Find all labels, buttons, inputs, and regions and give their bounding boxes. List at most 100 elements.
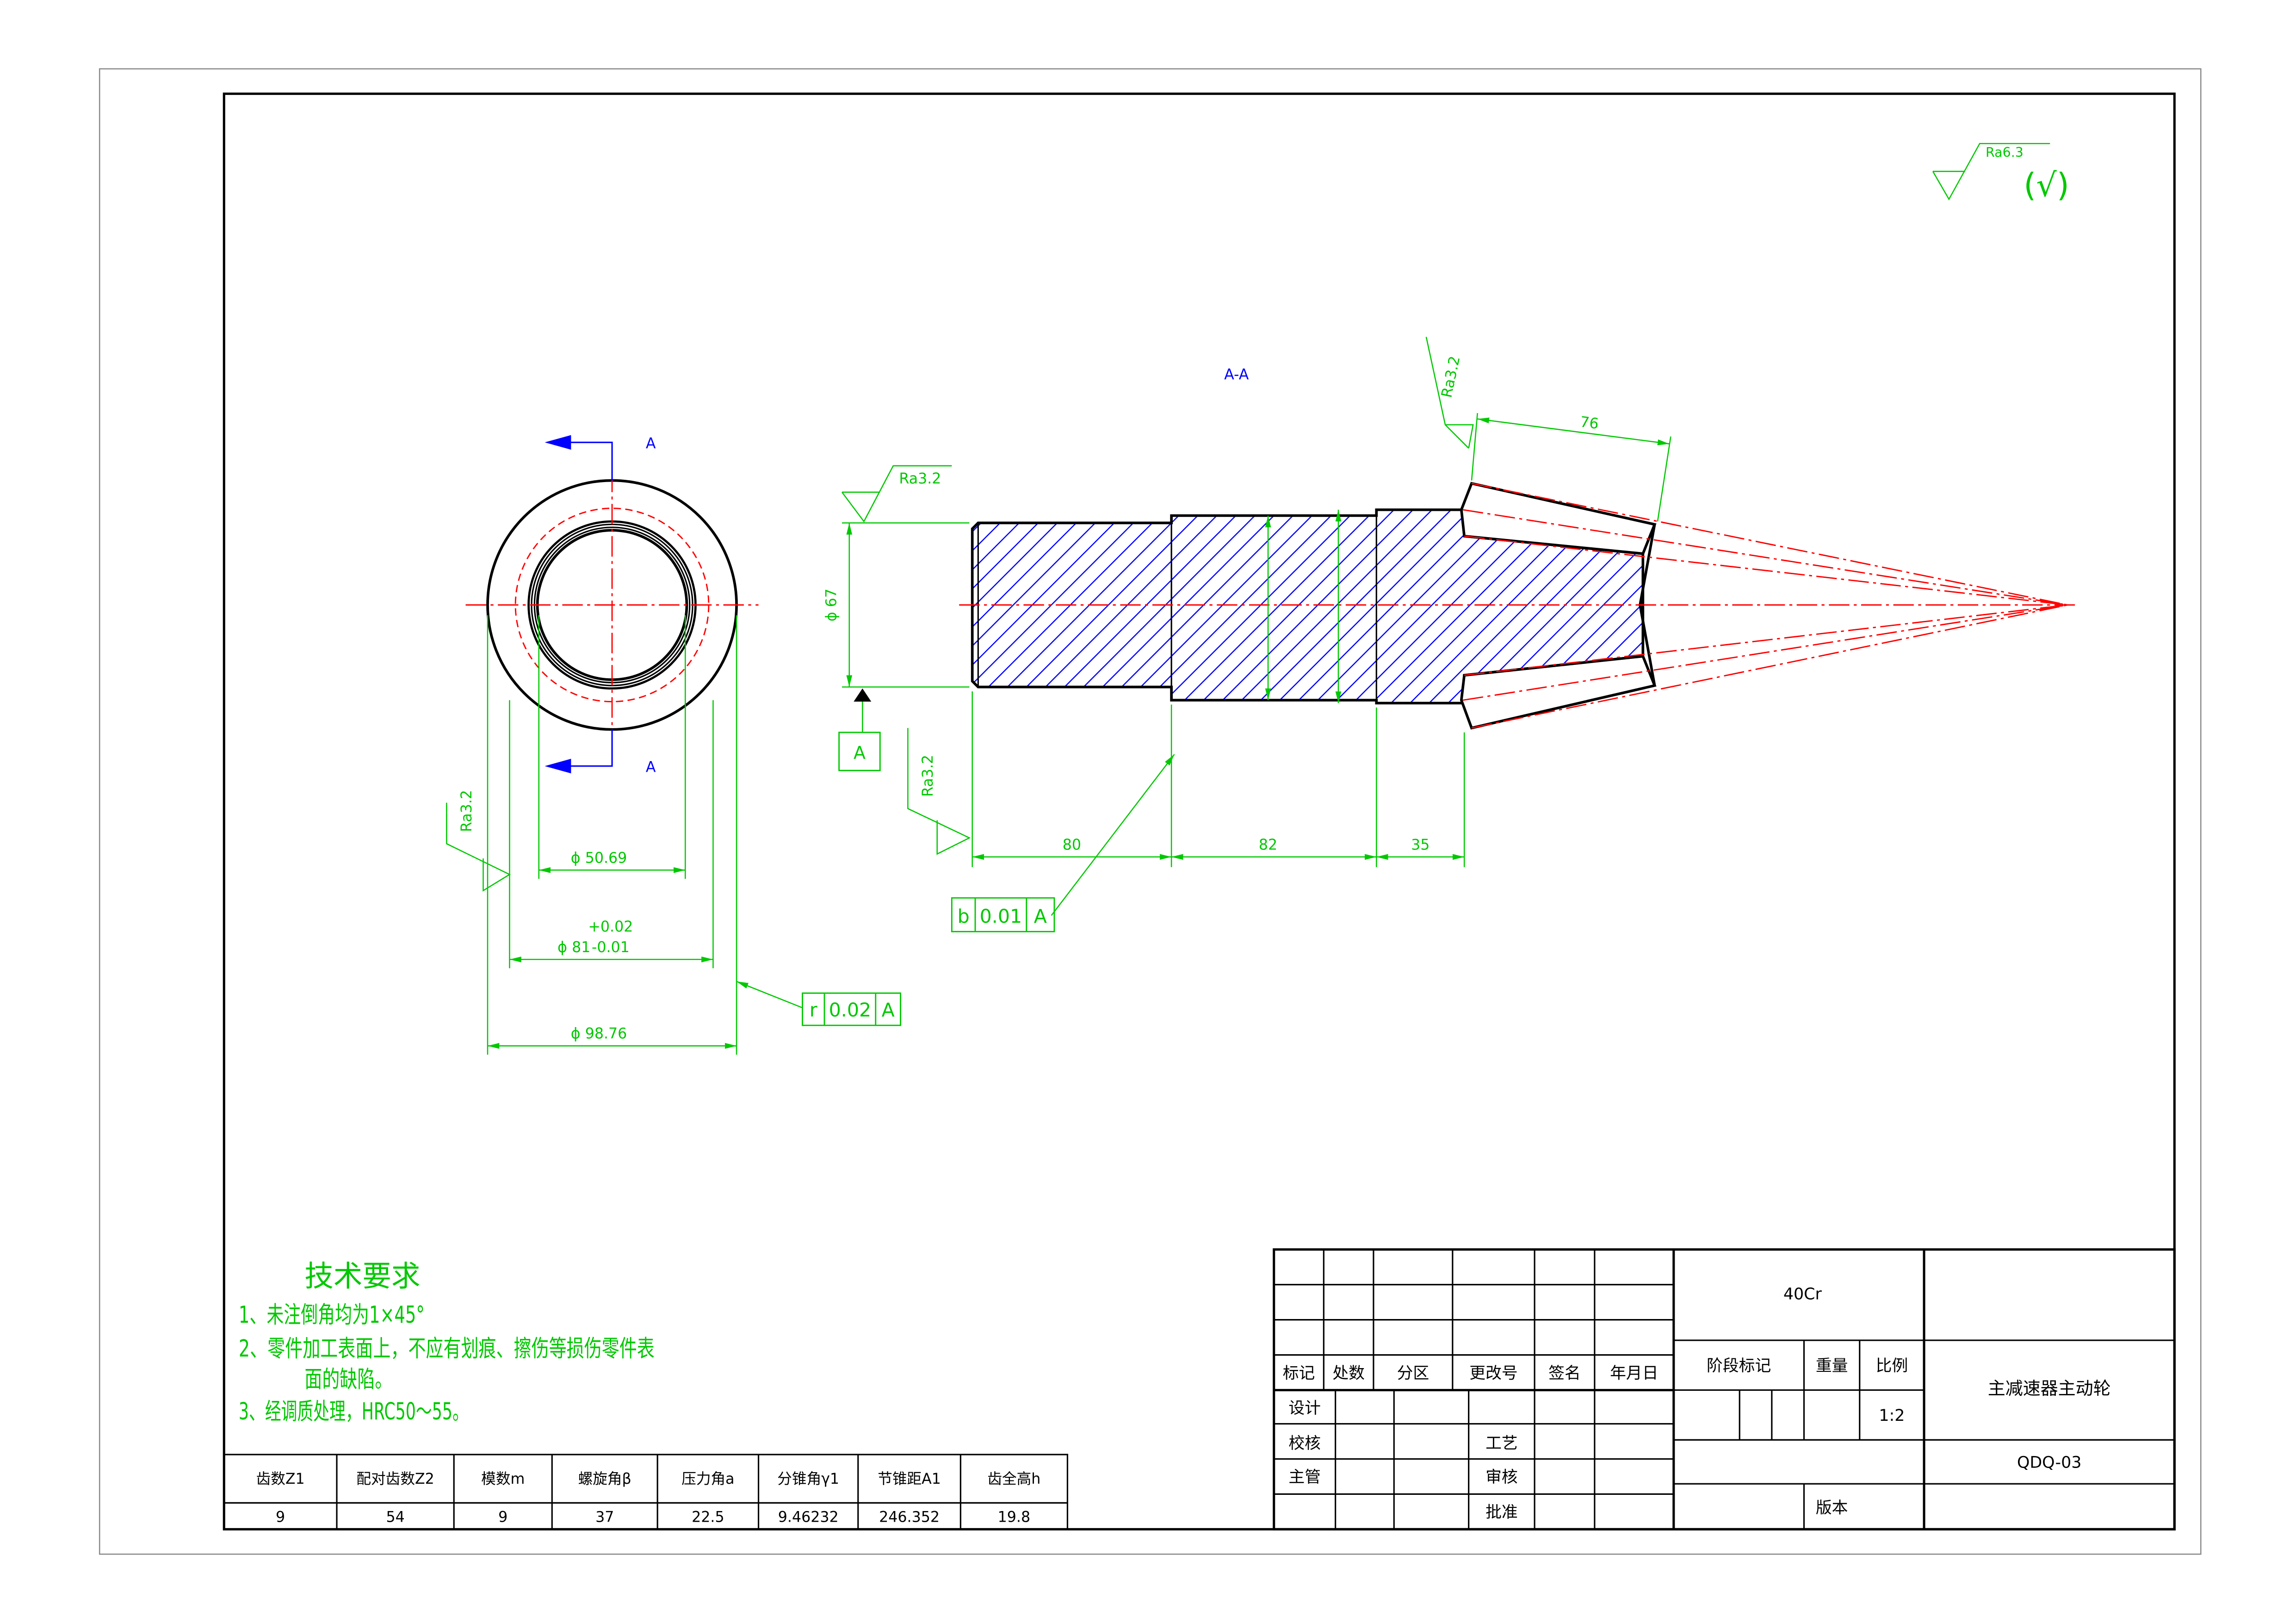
- cone-line: [1471, 483, 2068, 606]
- role-design: 设计: [1288, 1399, 1321, 1418]
- part-name: 主减速器主动轮: [1988, 1378, 2111, 1399]
- role-supervisor: 主管: [1288, 1468, 1321, 1487]
- gear-roughness-symbol: [1425, 336, 1474, 449]
- section-arrow-top: [545, 435, 571, 450]
- revision-header: 年月日: [1610, 1364, 1658, 1382]
- gear-table-header: 模数m: [481, 1471, 525, 1487]
- tech-requirement-line: 2、零件加工表面上，不应有划痕、擦伤等损伤零件表: [239, 1335, 655, 1362]
- cut-label-bottom: A: [646, 759, 656, 776]
- datum-label: A: [854, 743, 866, 763]
- gear-table-header: 齿全高h: [987, 1471, 1040, 1487]
- gear-table-header: 节锥距A1: [878, 1471, 941, 1487]
- material: 40Cr: [1783, 1285, 1822, 1303]
- runout-symbol: r: [810, 999, 817, 1021]
- version-label: 版本: [1816, 1499, 1848, 1518]
- runout-frame-box: [802, 992, 902, 1026]
- cut-label-top: A: [646, 435, 656, 452]
- length-1: 80: [1063, 836, 1081, 853]
- gear-table-header: 分锥角γ1: [777, 1471, 839, 1487]
- gear-parameter-table: 齿数Z1 配对齿数Z2 模数m 螺旋角β 压力角a 分锥角γ1 节锥距A1 齿全…: [223, 1454, 1068, 1530]
- gear-table-value: 246.352: [879, 1509, 940, 1526]
- shaft-roughness-symbol: [841, 465, 952, 523]
- shaft-roughness-value: Ra3.2: [899, 471, 941, 487]
- revision-header: 处数: [1332, 1364, 1365, 1382]
- cone-line: [1471, 604, 2068, 729]
- gear-table-value: 9: [276, 1509, 285, 1526]
- end-view-roughness-symbol: [446, 803, 511, 892]
- gear-length-extension: [1471, 413, 1478, 481]
- shaft-runout-box: [951, 897, 1055, 933]
- stage-mark-label: 阶段标记: [1707, 1357, 1771, 1375]
- seat-tolerance-upper: +0.02: [588, 919, 633, 935]
- cone-line: [1464, 604, 2068, 676]
- shaft-runout-leader: [1051, 754, 1175, 916]
- tech-requirement-line: 3、经调质处理，HRC50～55。: [239, 1398, 469, 1425]
- gear-table-value: 37: [595, 1509, 614, 1526]
- outer-dimension: ϕ 98.76: [571, 1026, 627, 1042]
- section-cut-line-top: [568, 441, 613, 481]
- title-block: 标记 处数 分区 更改号 签名 年月日 设计 校核 主管 工艺 审核 批准 40…: [1273, 1248, 2176, 1530]
- gear-table-header: 螺旋角β: [578, 1471, 631, 1487]
- drawing-number: QDQ-03: [2017, 1453, 2081, 1472]
- weight-label: 重量: [1816, 1357, 1848, 1375]
- general-roughness-mark: (√): [2024, 167, 2069, 204]
- general-roughness-value: Ra6.3: [1986, 145, 2024, 160]
- runout-leader: [736, 981, 803, 1009]
- technical-requirements: 技术要求 1、未注倒角均为1×45° 2、零件加工表面上，不应有划痕、擦伤等损伤…: [239, 1259, 655, 1425]
- section-title: A-A: [1224, 366, 1249, 383]
- seat-dimension: ϕ 81: [557, 939, 590, 956]
- end-view-roughness-value: Ra3.2: [458, 790, 475, 832]
- gear-table-header: 齿数Z1: [256, 1471, 305, 1487]
- tech-requirements-title: 技术要求: [304, 1259, 420, 1293]
- datum-triangle: [854, 688, 872, 702]
- length-2: 82: [1259, 836, 1277, 853]
- length-3: 35: [1411, 836, 1430, 853]
- cone-line: [1462, 509, 2068, 606]
- cone-line: [1464, 535, 2068, 606]
- general-roughness-symbol: [1932, 143, 2050, 201]
- gear-table-value: 9.46232: [778, 1509, 839, 1526]
- tech-requirement-line: 1、未注倒角均为1×45°: [239, 1301, 425, 1328]
- gear-length: 76: [1579, 414, 1599, 433]
- runout-value: 0.02: [829, 999, 872, 1021]
- gear-length-extension: [1657, 436, 1671, 522]
- shaft-lower-roughness-value: Ra3.2: [920, 755, 936, 797]
- gear-table-header: 配对齿数Z2: [356, 1471, 434, 1487]
- cone-line: [1462, 604, 2068, 701]
- scale-value: 1:2: [1879, 1406, 1905, 1425]
- role-approve: 批准: [1485, 1503, 1518, 1522]
- gear-table-value: 19.8: [998, 1509, 1030, 1526]
- revision-header: 签名: [1548, 1364, 1581, 1382]
- seat-tolerance-lower: -0.01: [592, 939, 630, 956]
- gear-table-value: 22.5: [692, 1509, 724, 1526]
- datum-box: [838, 731, 881, 771]
- tech-requirement-line: 面的缺陷。: [304, 1365, 392, 1393]
- shaft-diameter: ϕ 67: [823, 588, 840, 621]
- revision-header: 更改号: [1469, 1364, 1517, 1382]
- gear-table-value: 54: [386, 1509, 404, 1526]
- gear-length-dimension-line: [1477, 417, 1670, 446]
- role-review: 审核: [1485, 1468, 1518, 1487]
- role-check: 校核: [1288, 1434, 1321, 1453]
- role-process: 工艺: [1485, 1434, 1518, 1453]
- revision-header: 标记: [1283, 1364, 1315, 1382]
- shaft-runout-datum: A: [1034, 905, 1047, 928]
- runout-datum: A: [882, 999, 895, 1021]
- shaft-runout-value: 0.01: [980, 905, 1022, 928]
- section-arrow-bottom: [545, 759, 571, 774]
- general-roughness: Ra6.3 (√): [1932, 143, 2069, 204]
- shaft-runout-symbol: b: [958, 905, 970, 928]
- section-view: ϕ 67 Ra3.2 A Ra3.2 b 0.01 A 80 82 35: [823, 336, 2077, 933]
- gear-table-value: 9: [498, 1509, 507, 1526]
- scale-label: 比例: [1876, 1357, 1908, 1375]
- gear-table-border: [223, 1454, 1068, 1530]
- section-cut-line-bottom: [568, 729, 613, 767]
- end-view: A A Ra3.2 ϕ 50.69 ϕ 81 +0.02 -0.01 ϕ 98.…: [446, 435, 902, 1055]
- shaft-lower-roughness-symbol: [907, 728, 971, 855]
- gear-roughness-value: Ra3.2: [1438, 354, 1463, 399]
- outer-frame: [99, 68, 2202, 1555]
- drawing-border: [223, 93, 2176, 1530]
- gear-table-header: 压力角a: [681, 1471, 734, 1487]
- revision-header: 分区: [1397, 1364, 1430, 1382]
